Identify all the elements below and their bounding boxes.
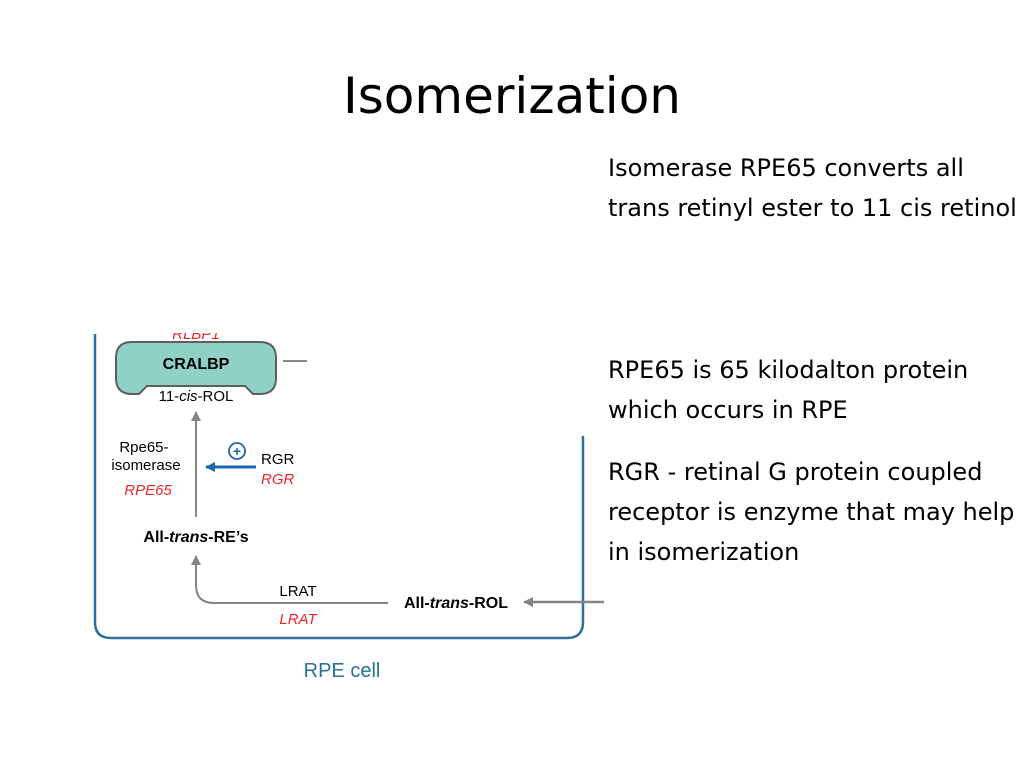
alltrans-re-label: All-trans-RE’s: [143, 529, 248, 546]
cralbp-shape: [115, 341, 277, 395]
rgr-gene-label: RGR: [261, 471, 295, 488]
rpe-cell-diagram: RLBP1 CRALBP 11-cis-ROL Rpe65- isomerase…: [93, 326, 604, 682]
cut-gene-label: RLBP1: [172, 326, 220, 343]
lrat-arrow: [191, 555, 388, 604]
svg-text:RLBP1: RLBP1: [172, 326, 220, 343]
paragraph-rpe65-kilodalton: RPE65 is 65 kilodalton protein which occ…: [608, 356, 969, 424]
lrat-gene-label: LRAT: [279, 611, 318, 628]
rpe65-gene-label: RPE65: [124, 482, 172, 499]
svg-text:+: +: [233, 443, 241, 459]
cis-rol-label: 11-cis-ROL: [159, 388, 234, 405]
lrat-protein-label: LRAT: [279, 583, 316, 600]
paragraph-rpe65-converts: Isomerase RPE65 converts all trans retin…: [608, 154, 1017, 222]
alltrans-rol-label: All-trans-ROL: [404, 595, 508, 612]
rpe65-protein-label: Rpe65- isomerase: [111, 439, 180, 474]
paragraph-rgr: RGR - retinal G protein coupled receptor…: [608, 458, 1015, 566]
cralbp-label: CRALBP: [163, 356, 230, 373]
rgr-protein-label: RGR: [261, 451, 295, 468]
rpe-cell-label: RPE cell: [304, 660, 381, 682]
rpe-cell-border: [93, 334, 585, 640]
plus-circle-icon: +: [228, 442, 246, 460]
slide-title: Isomerization: [343, 67, 681, 125]
